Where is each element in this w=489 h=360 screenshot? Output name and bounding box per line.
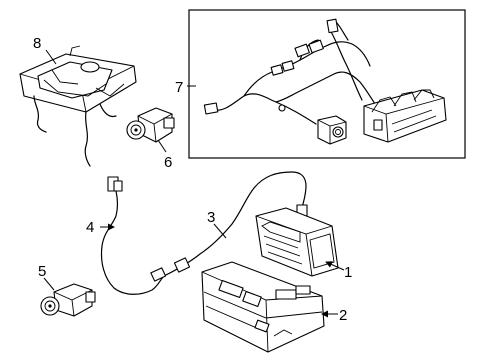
callout-2: 2 xyxy=(339,307,347,324)
part-8-bracket xyxy=(19,45,137,167)
callout-8: 8 xyxy=(33,35,41,52)
callout-1: 1 xyxy=(344,264,352,281)
part-3-cable xyxy=(150,171,308,282)
callout-4: 4 xyxy=(86,219,94,236)
part-2-unit xyxy=(201,261,338,353)
part-6-sensor xyxy=(126,107,175,153)
callout-5: 5 xyxy=(38,263,46,280)
callout-6: 6 xyxy=(164,154,172,171)
part-5-sensor xyxy=(40,277,96,317)
harness-inset-box xyxy=(187,9,466,159)
part-1-module xyxy=(255,207,345,277)
callout-3: 3 xyxy=(207,209,215,226)
callout-7: 7 xyxy=(175,79,183,96)
part-4-cable xyxy=(100,176,165,295)
